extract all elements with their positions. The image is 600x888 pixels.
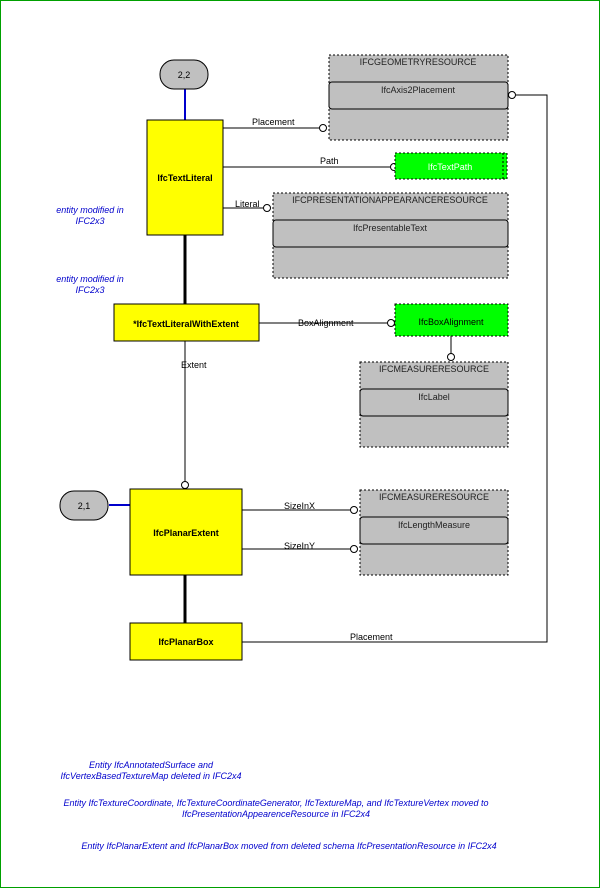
page-ref-left[interactable]: 2,1 [59,490,109,521]
entity-ifctextliteralwithextent-label: *IfcTextLiteralWithExtent [133,319,239,329]
placement-box-relation-end [508,91,516,99]
label-boxalignment: BoxAlignment [298,318,354,328]
entity-ifcplanarextent-label: IfcPlanarExtent [153,528,219,538]
entity-ifctextliteral[interactable]: IfcTextLiteral [146,119,224,236]
type-ifcboxalignment-label: IfcBoxAlignment [418,317,484,327]
label-sizeinx: SizeInX [284,501,315,511]
page-ref-left-label: 2,1 [78,501,91,511]
note-deleted-line2: IfcVertexBasedTextureMap deleted in IFC2… [61,771,242,781]
schema-ifcmeasureresource-length[interactable]: IFCMEASURERESOURCE IfcLengthMeasure [359,489,509,576]
schema-item-ifcpresentabletext-label: IfcPresentableText [353,223,428,233]
note-modified-1-line1: entity modified in [56,205,124,215]
label-sizeiny: SizeInY [284,541,315,551]
placement-box-relation-line [242,94,548,643]
type-ifcboxalignment[interactable]: IfcBoxAlignment [394,303,509,337]
note-moved-line2: IfcPresentationAppearenceResource in IFC… [182,809,370,819]
sizeiny-relation-end [350,545,358,553]
schema-ifcgeometryresource-title: IFCGEOMETRYRESOURCE [360,57,477,67]
schema-ifcpresentationappearanceresource[interactable]: IFCPRESENTATIONAPPEARANCERESOURCE IfcPre… [272,192,509,279]
boxalignment-relation-end [387,319,395,327]
placement-relation-end [319,124,327,132]
schema-ifcmeasureresource-label-title: IFCMEASURERESOURCE [379,364,489,374]
extent-relation-end [181,481,189,489]
note-modified-2-line1: entity modified in [56,274,124,284]
type-ifctextpath-label: IfcTextPath [428,162,473,172]
entity-ifctextliteral-label: IfcTextLiteral [157,173,212,183]
label-path: Path [320,156,339,166]
schema-item-ifclabel-label: IfcLabel [418,392,450,402]
entity-ifcplanarbox-label: IfcPlanarBox [158,637,213,647]
schema-item-ifclengthmeasure[interactable] [359,516,509,545]
note-modified-1-line2: IFC2x3 [75,216,104,226]
boxalignment-underlying-end [447,353,455,361]
label-literal: Literal [235,199,260,209]
label-extent: Extent [181,360,207,370]
schema-ifcgeometryresource[interactable]: IFCGEOMETRYRESOURCE IfcAxis2Placement [328,54,509,141]
label-placement-box: Placement [350,632,393,642]
entity-ifcplanarextent[interactable]: IfcPlanarExtent [129,488,243,576]
schema-item-ifcaxis2placement-label: IfcAxis2Placement [381,85,456,95]
schema-item-ifcaxis2placement[interactable] [328,81,509,110]
schema-item-ifclengthmeasure-label: IfcLengthMeasure [398,520,470,530]
page-ref-top-label: 2,2 [178,70,191,80]
note-planar-moved: Entity IfcPlanarExtent and IfcPlanarBox … [81,841,496,851]
schema-ifcpresentationappearanceresource-title: IFCPRESENTATIONAPPEARANCERESOURCE [292,195,488,205]
entity-ifcplanarbox[interactable]: IfcPlanarBox [129,622,243,661]
sizeinx-relation-end [350,506,358,514]
label-placement-top: Placement [252,117,295,127]
note-moved-line1: Entity IfcTextureCoordinate, IfcTextureC… [63,798,488,808]
type-ifctextpath[interactable]: IfcTextPath [394,152,508,180]
schema-ifcmeasureresource-label[interactable]: IFCMEASURERESOURCE IfcLabel [359,361,509,448]
schema-ifcmeasureresource-length-title: IFCMEASURERESOURCE [379,492,489,502]
note-modified-2-line2: IFC2x3 [75,285,104,295]
literal-relation-end [263,204,271,212]
schema-item-ifclabel[interactable] [359,388,509,417]
entity-ifctextliteralwithextent[interactable]: *IfcTextLiteralWithExtent [113,303,260,342]
schema-item-ifcpresentabletext[interactable] [272,219,509,248]
page-ref-top[interactable]: 2,2 [159,59,209,90]
note-deleted-line1: Entity IfcAnnotatedSurface and [89,760,214,770]
